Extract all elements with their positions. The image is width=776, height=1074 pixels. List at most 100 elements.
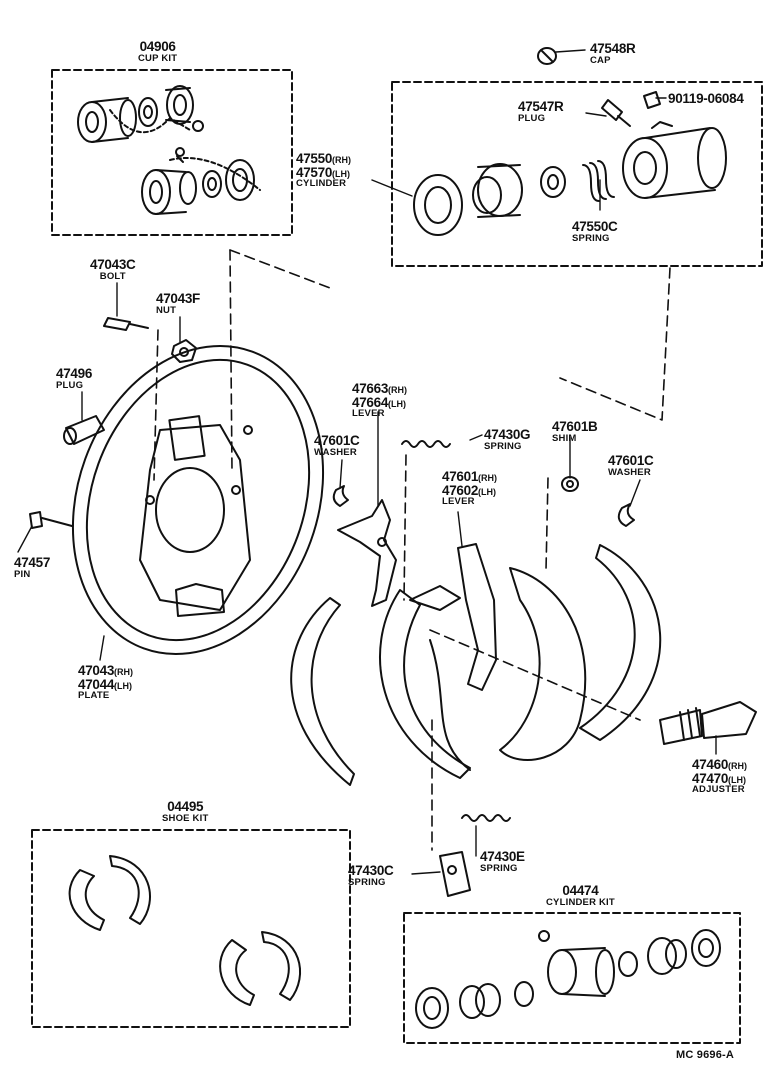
bleeder-plug-name: PLUG [518, 112, 546, 124]
shim-part-number: 47601B [552, 419, 598, 434]
cup-kit-part-number: 04906 [139, 39, 176, 54]
lever-mid-part [457, 543, 497, 691]
cup-kit-box [51, 69, 293, 236]
shim-name: SHIM [552, 432, 577, 444]
cap-label: 47548R CAP [590, 42, 636, 65]
pin-name: PIN [14, 568, 31, 580]
plate-lh-suffix: (LH) [114, 680, 133, 691]
lever-mid-rh-part: 47601 [442, 469, 479, 484]
pin-part-number: 47457 [14, 555, 51, 570]
cylinder-kit-label: 04474 CYLINDER KIT [546, 884, 615, 907]
backing-plate-part [71, 344, 325, 656]
spring-g-part [401, 440, 451, 448]
brake-shoes-part [379, 567, 587, 779]
adjuster-lh-part: 47470 [692, 770, 729, 786]
cylinder-lh-suffix: (LH) [332, 168, 351, 179]
cup-kit-label: 04906 CUP KIT [138, 40, 177, 63]
bleeder-plug-part [601, 99, 631, 127]
bleeder-screw-part [643, 91, 661, 109]
adjuster-label: 47460(RH) 47470(LH) ADJUSTER [692, 758, 747, 795]
figure-code: MC 9696-A [676, 1049, 735, 1061]
washer-left-name: WASHER [314, 446, 357, 458]
adjuster-lh-suffix: (LH) [728, 774, 747, 785]
cylinder-rh-part: 47550 [296, 151, 333, 166]
cap-part [537, 47, 557, 65]
plug-hole-name: PLUG [56, 379, 84, 391]
washer-left-part [332, 485, 349, 507]
nut-label: 47043F NUT [156, 292, 200, 315]
spring-c-label: 47430C SPRING [348, 864, 394, 887]
adjuster-part [659, 701, 757, 745]
shoe-kit-box [31, 829, 351, 1028]
adjuster-name: ADJUSTER [692, 784, 745, 795]
cap-name: CAP [590, 54, 611, 66]
plate-rh-suffix: (RH) [114, 667, 134, 677]
spring-g-part-number: 47430G [484, 427, 531, 442]
plate-rh-part: 47043 [78, 663, 115, 678]
upper-lever-part [337, 499, 397, 607]
pin-label: 47457 PIN [14, 556, 50, 579]
bolt-part-number: 47043C [90, 257, 136, 272]
cyl-spring-part-number: 47550C [572, 219, 618, 234]
nut-part [171, 339, 197, 363]
cylinder-lh-part: 47570 [296, 164, 333, 180]
shoe-kit-name: SHOE KIT [162, 812, 209, 824]
spring-e-name: SPRING [480, 862, 518, 874]
nut-name: NUT [156, 304, 177, 316]
spring-c-part-number: 47430C [348, 863, 394, 878]
spring-e-part-number: 47430E [480, 849, 525, 864]
bolt-part [103, 317, 149, 331]
alignment-lines [153, 249, 671, 851]
washer-left-part-number: 47601C [314, 433, 360, 448]
lever-mid-name: LEVER [442, 496, 475, 507]
plate-lh-part: 47044 [78, 676, 115, 692]
washer-right-part [617, 503, 635, 527]
adjuster-rh-suffix: (RH) [728, 761, 748, 771]
shim-label: 47601B SHIM [552, 420, 598, 443]
cup-kit-name: CUP KIT [138, 52, 178, 64]
spring-e-part [461, 814, 511, 822]
lever-mid-rh-suffix: (RH) [478, 473, 498, 483]
nut-part-number: 47043F [156, 291, 200, 306]
cylinder-kit-part-number: 04474 [562, 883, 599, 898]
upper-lever-lh-suffix: (LH) [388, 398, 407, 409]
upper-lever-rh-part: 47663 [352, 381, 389, 396]
upper-lever-lh-part: 47664 [352, 394, 389, 410]
bleeder-plug-label: 47547R PLUG [518, 100, 564, 123]
cylinder-kit-parts [415, 929, 721, 1029]
plug-hole-label: 47496 PLUG [56, 367, 92, 390]
plug-hole-part-number: 47496 [56, 366, 93, 381]
cylinder-kit-box [403, 912, 741, 1044]
shoe-kit-part-number: 04495 [167, 799, 204, 814]
pin-part [29, 511, 73, 529]
spring-g-label: 47430G SPRING [484, 427, 531, 451]
brake-lining-left [290, 597, 355, 786]
cylinder-name: CYLINDER [296, 178, 347, 189]
bleeder-plug-part-number: 47547R [518, 99, 564, 114]
shoe-kit-parts [68, 855, 302, 1006]
cap-part-number: 47548R [590, 41, 636, 56]
adjuster-rh-part: 47460 [692, 757, 729, 772]
plug-hole-part [63, 415, 105, 445]
lever-mid-lh-part: 47602 [442, 482, 479, 498]
leader-lines [17, 49, 717, 875]
cylinder-rh-suffix: (RH) [332, 155, 352, 165]
brake-lining-right [579, 544, 662, 741]
washer-left-label: 47601C WASHER [314, 434, 360, 457]
spring-c-part [439, 851, 471, 897]
cyl-spring-label: 47550C SPRING [572, 220, 618, 243]
cylinder-box [391, 81, 763, 267]
bolt-label: 47043C BOLT [90, 258, 136, 281]
plate-name: PLATE [78, 690, 110, 701]
upper-lever-rh-suffix: (RH) [388, 385, 408, 395]
bleeder-screw-part-number: 90119-06084 [668, 91, 744, 106]
cyl-spring-name: SPRING [572, 232, 610, 244]
washer-right-part-number: 47601C [608, 453, 654, 468]
lever-mid-lh-suffix: (LH) [478, 486, 497, 497]
upper-lever-label: 47663(RH) 47664(LH) LEVER [352, 382, 407, 419]
spring-e-label: 47430E SPRING [480, 850, 525, 873]
shoe-kit-label: 04495 SHOE KIT [162, 800, 208, 823]
plate-label: 47043(RH) 47044(LH) PLATE [78, 664, 133, 701]
washer-right-name: WASHER [608, 466, 651, 478]
